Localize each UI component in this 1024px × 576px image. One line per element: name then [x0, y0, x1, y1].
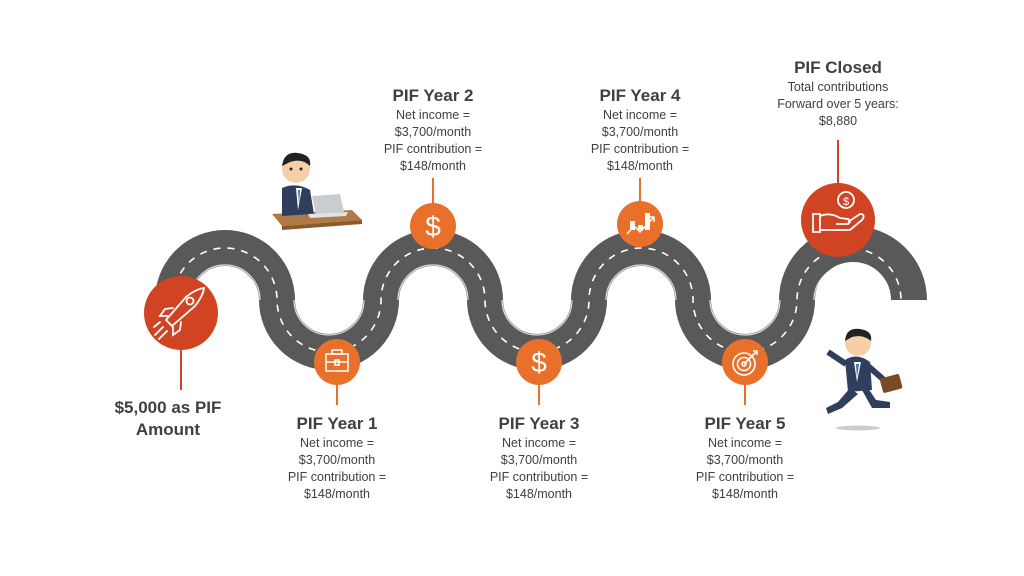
end-title: PIF Closed	[794, 58, 882, 77]
start-title-line: $5,000 as PIF	[114, 398, 222, 417]
milestone-line: $148/month	[711, 487, 779, 501]
briefcase-icon	[314, 339, 360, 385]
end-line: Total contributions	[787, 80, 889, 94]
milestone-line: PIF contribution =	[287, 470, 387, 484]
start-label: $5,000 as PIF Amount	[78, 397, 258, 441]
milestone-line: $3,700/month	[394, 125, 472, 139]
milestone-year-2: PIF Year 2 Net income = $3,700/month PIF…	[343, 85, 523, 175]
growth-chart-icon	[617, 201, 663, 247]
milestone-line: PIF contribution =	[383, 142, 483, 156]
svg-text:$: $	[531, 347, 547, 378]
milestone-line: $3,700/month	[706, 453, 784, 467]
milestone-line: Net income =	[300, 436, 374, 450]
dollar-icon: $	[516, 339, 562, 385]
svg-text:$: $	[843, 196, 849, 208]
milestone-title: PIF Year 1	[296, 414, 378, 433]
milestone-line: $148/month	[303, 487, 371, 501]
target-icon	[722, 339, 768, 385]
milestone-line: $148/month	[399, 159, 467, 173]
end-line: $8,880	[818, 114, 858, 128]
businessman-at-laptop-illustration	[272, 152, 362, 230]
milestone-line: $3,700/month	[298, 453, 376, 467]
milestone-line: Net income =	[708, 436, 782, 450]
road	[155, 226, 927, 370]
milestone-line: Net income =	[502, 436, 576, 450]
pif-closed-label: PIF Closed Total contributions Forward o…	[748, 57, 928, 130]
milestone-year-1: PIF Year 1 Net income = $3,700/month PIF…	[247, 413, 427, 503]
milestone-year-5: PIF Year 5 Net income = $3,700/month PIF…	[655, 413, 835, 503]
milestone-title: PIF Year 2	[392, 86, 474, 105]
milestone-title: PIF Year 4	[599, 86, 681, 105]
dollar-icon: $	[410, 203, 456, 249]
milestone-line: Net income =	[396, 108, 470, 122]
milestone-line: $148/month	[505, 487, 573, 501]
milestone-line: PIF contribution =	[489, 470, 589, 484]
milestone-line: Net income =	[603, 108, 677, 122]
rocket-icon	[144, 276, 218, 350]
start-title-line: Amount	[135, 420, 201, 439]
milestone-year-3: PIF Year 3 Net income = $3,700/month PIF…	[449, 413, 629, 503]
running-businessman-illustration	[826, 328, 903, 431]
hand-coin-icon: $	[801, 183, 875, 257]
milestone-line: PIF contribution =	[695, 470, 795, 484]
milestone-line: $3,700/month	[500, 453, 578, 467]
end-line: Forward over 5 years:	[777, 97, 899, 111]
milestone-year-4: PIF Year 4 Net income = $3,700/month PIF…	[550, 85, 730, 175]
milestone-line: PIF contribution =	[590, 142, 690, 156]
milestone-line: $148/month	[606, 159, 674, 173]
svg-text:$: $	[425, 211, 441, 242]
milestone-line: $3,700/month	[601, 125, 679, 139]
milestone-title: PIF Year 3	[498, 414, 580, 433]
milestone-title: PIF Year 5	[704, 414, 786, 433]
